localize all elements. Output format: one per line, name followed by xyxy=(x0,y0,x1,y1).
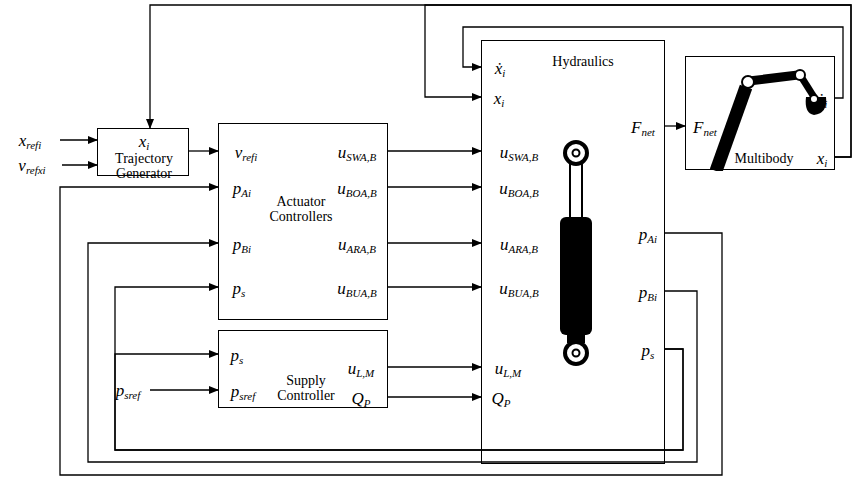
multibody-block: Fnet ẋi xi Multibody xyxy=(685,56,835,170)
port-label: pBi xyxy=(639,284,657,301)
hydraulics-block: ẋi xi Hydraulics uSWA,B uBOA,B uARA,B uBUA,B uL… xyxy=(481,40,665,464)
signal-line xyxy=(115,349,683,450)
signal-line xyxy=(60,187,722,475)
signal-line xyxy=(388,286,481,287)
port-label: uL,M xyxy=(495,360,522,377)
port-label: ẋi xyxy=(495,60,506,77)
port-label: vrefi xyxy=(235,144,257,161)
signal-line xyxy=(388,186,481,187)
port-label: uL,M xyxy=(348,360,375,377)
signal-line xyxy=(388,366,481,367)
port-label: uSWA,B xyxy=(338,144,377,161)
block-title: Actuator Controllers xyxy=(259,194,343,224)
controller-block: vrefi pAi pBi ps Actuator Controllers uSWA,B u… xyxy=(218,123,388,320)
supply-block: ps psref Supply ControlleruL,M QP xyxy=(218,330,388,408)
signal-line xyxy=(665,125,685,126)
signal-line xyxy=(150,5,851,157)
port-label: Fnet xyxy=(631,119,655,136)
block-title: Multibody xyxy=(724,151,804,166)
port-label: pAi xyxy=(233,180,251,197)
signal-label: vrefxi xyxy=(18,157,45,174)
port-label: xi xyxy=(139,133,150,150)
block-title: Hydraulics xyxy=(538,54,628,69)
port-label: uARA,B xyxy=(500,236,538,253)
signal-line xyxy=(189,150,218,151)
port-label: uBUA,B xyxy=(499,280,538,297)
input-arrow xyxy=(62,164,97,165)
block-title: Trajectory Generator xyxy=(104,151,184,181)
signal-label: psref xyxy=(116,382,141,399)
port-label: xi xyxy=(494,90,505,107)
generator-block: xiTrajectory Generator xyxy=(97,128,189,176)
signal-line xyxy=(388,396,481,397)
port-label: QP xyxy=(351,390,370,407)
port-label: ps xyxy=(642,342,655,359)
port-label: ps xyxy=(231,347,244,364)
input-arrow xyxy=(60,139,97,140)
signal-line xyxy=(463,27,843,98)
signal-line xyxy=(425,5,851,157)
port-label: ẋi xyxy=(817,91,828,108)
signal-line xyxy=(88,243,697,462)
signal-line xyxy=(115,287,683,450)
signal-label: xrefi xyxy=(19,132,41,149)
block-title: Supply Controller xyxy=(268,373,344,403)
port-label: uBUA,B xyxy=(337,280,376,297)
signal-line xyxy=(388,150,481,151)
port-label: uARA,B xyxy=(338,236,376,253)
port-label: uBOA,B xyxy=(499,180,538,197)
input-arrow xyxy=(150,389,218,390)
port-label: ps xyxy=(233,280,246,297)
port-label: uBOA,B xyxy=(337,180,376,197)
port-label: uSWA,B xyxy=(500,144,539,161)
signal-line xyxy=(388,242,481,243)
port-label: QP xyxy=(491,390,510,407)
port-label: pBi xyxy=(233,236,251,253)
port-label: xi xyxy=(817,150,828,167)
port-label: pAi xyxy=(639,226,657,243)
port-label: Fnet xyxy=(693,119,717,136)
port-label: psref xyxy=(231,383,256,400)
